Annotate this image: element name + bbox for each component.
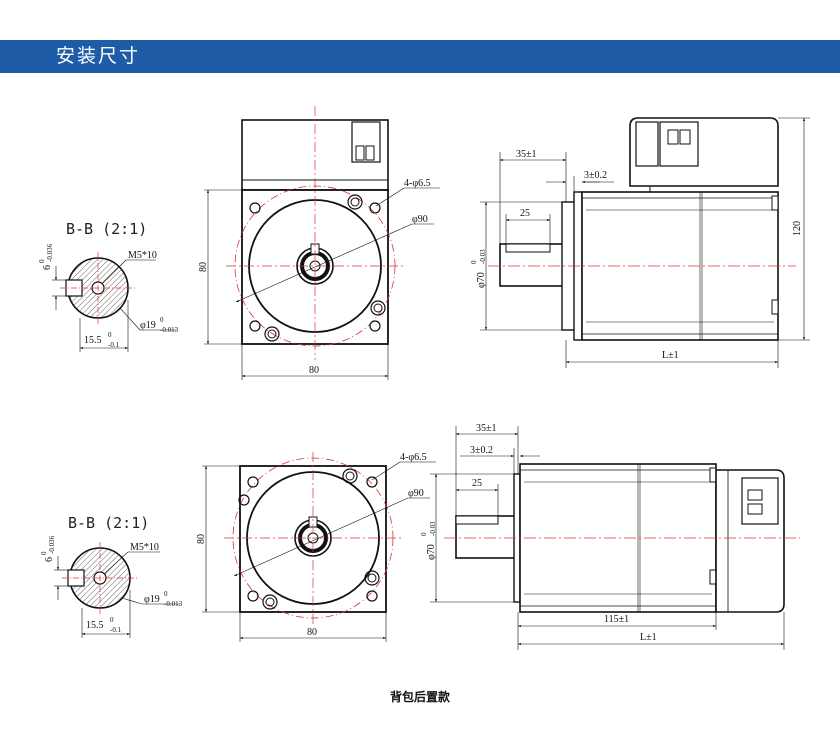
top-section-view: B-B (2:1) 6 0 -0.036 M5*10 φ19 0 -0.013 — [38, 220, 179, 352]
top-flange-height: 80 — [198, 262, 209, 272]
top-keyway-height-tol-upper: 0 — [38, 259, 46, 263]
top-holes-spec: 4-φ6.5 — [404, 178, 431, 189]
bottom-side-view: 35±1 3±0.2 25 φ70 0 -0.03 115±1 — [420, 423, 800, 650]
top-spigot-tol-upper: 0 — [470, 260, 478, 264]
bottom-flange-thickness: 3±0.2 — [470, 445, 493, 456]
bottom-key-depth: 15.5 — [86, 620, 104, 631]
top-shaft-dia-tol-upper: 0 — [160, 316, 164, 324]
bottom-shaft-dia: φ19 — [144, 594, 160, 605]
top-pcd: φ90 — [412, 214, 428, 225]
bottom-front-view: 4-φ6.5 φ90 80 80 — [196, 452, 436, 642]
top-variant: B-B (2:1) 6 0 -0.036 M5*10 φ19 0 -0.013 — [38, 106, 810, 380]
top-spigot-dia: φ70 — [476, 272, 487, 288]
top-keyway-height-tol-lower: -0.036 — [46, 243, 54, 262]
top-section-label: B-B (2:1) — [66, 220, 147, 238]
top-spigot-tol-lower: -0.03 — [479, 249, 487, 264]
bottom-key-depth-tol-upper: 0 — [110, 616, 114, 624]
title-banner: 安装尺寸 — [0, 40, 840, 73]
top-key-length: 25 — [520, 208, 530, 219]
top-shaft-dia: φ19 — [140, 320, 156, 331]
bottom-pcd: φ90 — [408, 488, 424, 499]
top-key-depth: 15.5 — [84, 335, 102, 346]
bottom-key-depth-tol-lower: -0.1 — [110, 626, 122, 634]
top-side-view: 35±1 3±0.2 25 φ70 0 -0.03 120 — [470, 117, 810, 368]
bottom-section-view: B-B (2:1) 6 0 -0.036 M5*10 φ19 0 -0.013 — [40, 514, 183, 638]
bottom-thread-spec: M5*10 — [130, 542, 159, 553]
bottom-keyway-height-tol-lower: -0.036 — [48, 535, 56, 554]
top-front-view: 4-φ6.5 φ90 80 80 — [198, 106, 440, 380]
bottom-body-length: L±1 — [640, 632, 657, 643]
bottom-key-length: 25 — [472, 478, 482, 489]
bottom-variant: B-B (2:1) 6 0 -0.036 M5*10 φ19 0 -0.013 — [40, 423, 800, 650]
bottom-flange-height: 80 — [196, 534, 207, 544]
page-title: 安装尺寸 — [56, 45, 141, 67]
bottom-shaft-dia-tol-upper: 0 — [164, 590, 168, 598]
top-overall-height: 120 — [792, 221, 803, 236]
bottom-shaft-dia-tol-lower: -0.013 — [164, 600, 183, 608]
bottom-spigot-tol-upper: 0 — [420, 532, 428, 536]
bottom-motor-length: 115±1 — [604, 614, 629, 625]
top-key-depth-tol-lower: -0.1 — [108, 341, 120, 349]
bottom-holes-spec: 4-φ6.5 — [400, 452, 427, 463]
top-key-depth-tol-upper: 0 — [108, 331, 112, 339]
caption: 背包后置款 — [389, 690, 450, 704]
bottom-keyway-height: 6 — [44, 557, 55, 562]
top-shaft-length: 35±1 — [516, 149, 537, 160]
top-flange-width: 80 — [309, 365, 319, 376]
bottom-section-label: B-B (2:1) — [68, 514, 149, 532]
bottom-spigot-dia: φ70 — [426, 544, 437, 560]
top-shaft-dia-tol-lower: -0.013 — [160, 326, 179, 334]
bottom-shaft-length: 35±1 — [476, 423, 497, 434]
bottom-flange-width: 80 — [307, 627, 317, 638]
top-thread-spec: M5*10 — [128, 250, 157, 261]
bottom-spigot-tol-lower: -0.03 — [429, 521, 437, 536]
top-flange-thickness: 3±0.2 — [584, 170, 607, 181]
bottom-connector — [741, 477, 779, 525]
top-keyway-height: 6 — [42, 265, 53, 270]
top-body-length: L±1 — [662, 350, 679, 361]
bottom-keyway-height-tol-upper: 0 — [40, 551, 48, 555]
